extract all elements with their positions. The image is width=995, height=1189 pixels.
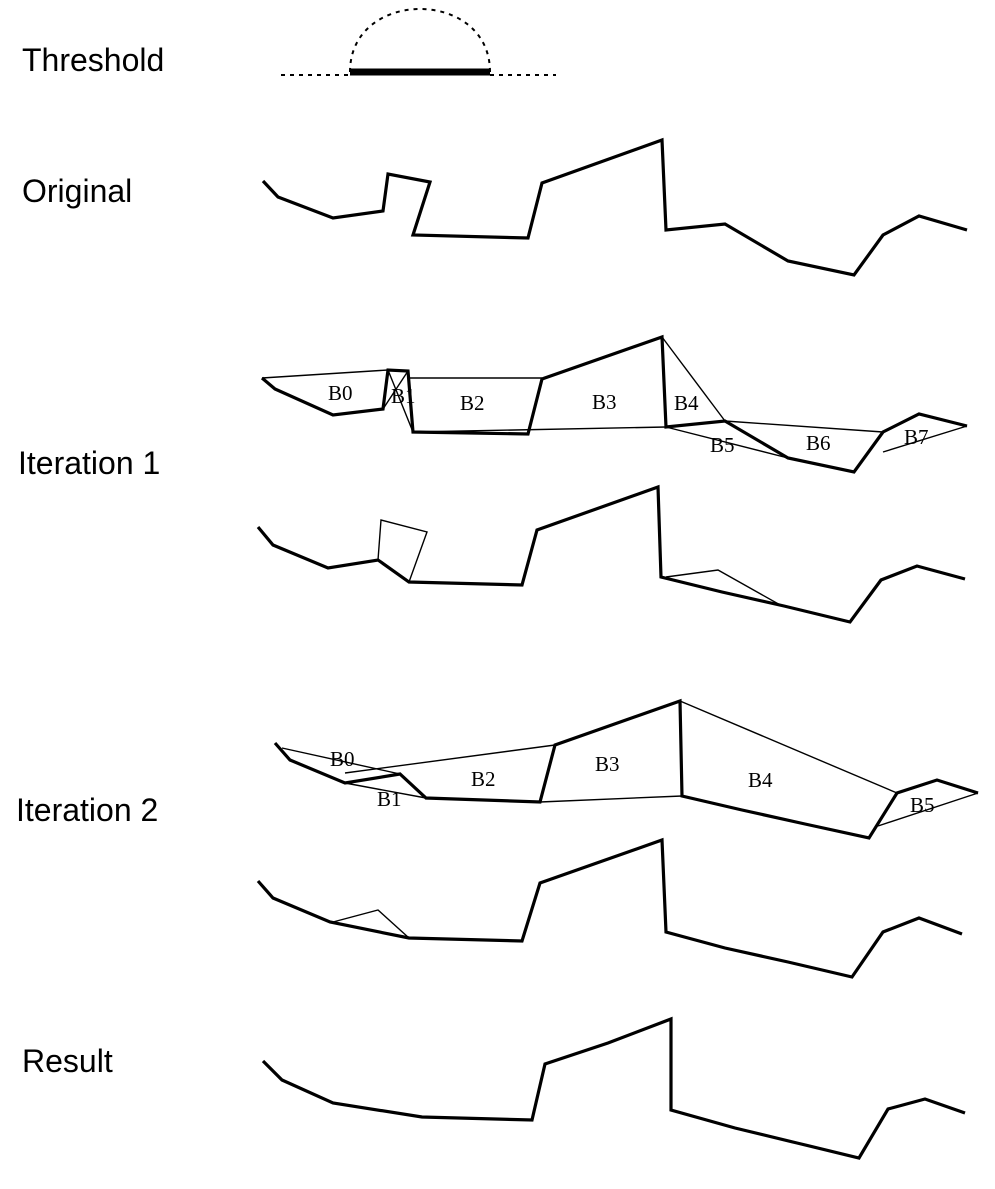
- block-label-b7: B7: [904, 425, 929, 449]
- iteration-2-label: Iteration 2: [16, 792, 159, 828]
- block-edge: [661, 336, 726, 422]
- iteration-2-block-edges: [281, 700, 979, 839]
- block-label-b0: B0: [330, 747, 355, 771]
- block-edge: [539, 744, 556, 803]
- block-edge: [344, 744, 556, 774]
- result-line: [261, 1016, 966, 1160]
- block-edge: [882, 425, 968, 453]
- block-label-b1: B1: [377, 787, 402, 811]
- block-label-b4: B4: [748, 768, 773, 792]
- iteration-1-block-edges: [261, 336, 968, 473]
- result-label: Result: [22, 1043, 113, 1079]
- iteration-2-result-line: [256, 837, 963, 979]
- block-label-b2: B2: [471, 767, 496, 791]
- block-edge: [281, 747, 401, 775]
- block-edge: [539, 795, 683, 803]
- iteration-2-blocks: B0 B1 B2 B3 B4 B5: [273, 698, 979, 840]
- block-label-b4: B4: [674, 391, 699, 415]
- block-label-b3: B3: [592, 390, 617, 414]
- block-edge: [344, 782, 427, 799]
- block-edge: [665, 426, 789, 459]
- original-label: Original: [22, 173, 133, 209]
- block-edge: [868, 792, 898, 839]
- removed-block-b1: [377, 519, 428, 583]
- block-label-b5: B5: [910, 793, 935, 817]
- removed-block-b5: [665, 569, 783, 607]
- block-edge: [679, 700, 898, 794]
- block-edge: [877, 792, 979, 827]
- threshold-arc: [349, 8, 491, 73]
- block-edge: [261, 369, 389, 379]
- original-line: [261, 137, 968, 277]
- removed-block-b1: [332, 909, 410, 939]
- threshold-glyph: [281, 8, 556, 76]
- block-edge: [412, 426, 667, 433]
- block-edge: [407, 370, 414, 433]
- iteration-1-blocks: B0 B1 B2 B3 B4 B5 B6 B7: [260, 334, 968, 474]
- iteration-1-label: Iteration 1: [18, 445, 161, 481]
- block-label-b0: B0: [328, 381, 353, 405]
- block-label-b3: B3: [595, 752, 620, 776]
- iteration-2-result: [256, 837, 963, 979]
- block-edge: [387, 369, 414, 433]
- block-label-b5: B5: [710, 433, 735, 457]
- block-label-b1: B1: [391, 384, 416, 408]
- iteration-1-result-line: [256, 484, 966, 624]
- block-edge: [724, 420, 884, 433]
- iteration-1-result: [256, 484, 966, 624]
- block-label-b2: B2: [460, 391, 485, 415]
- block-label-b6: B6: [806, 431, 831, 455]
- threshold-label: Threshold: [22, 42, 165, 78]
- block-edge: [853, 431, 884, 473]
